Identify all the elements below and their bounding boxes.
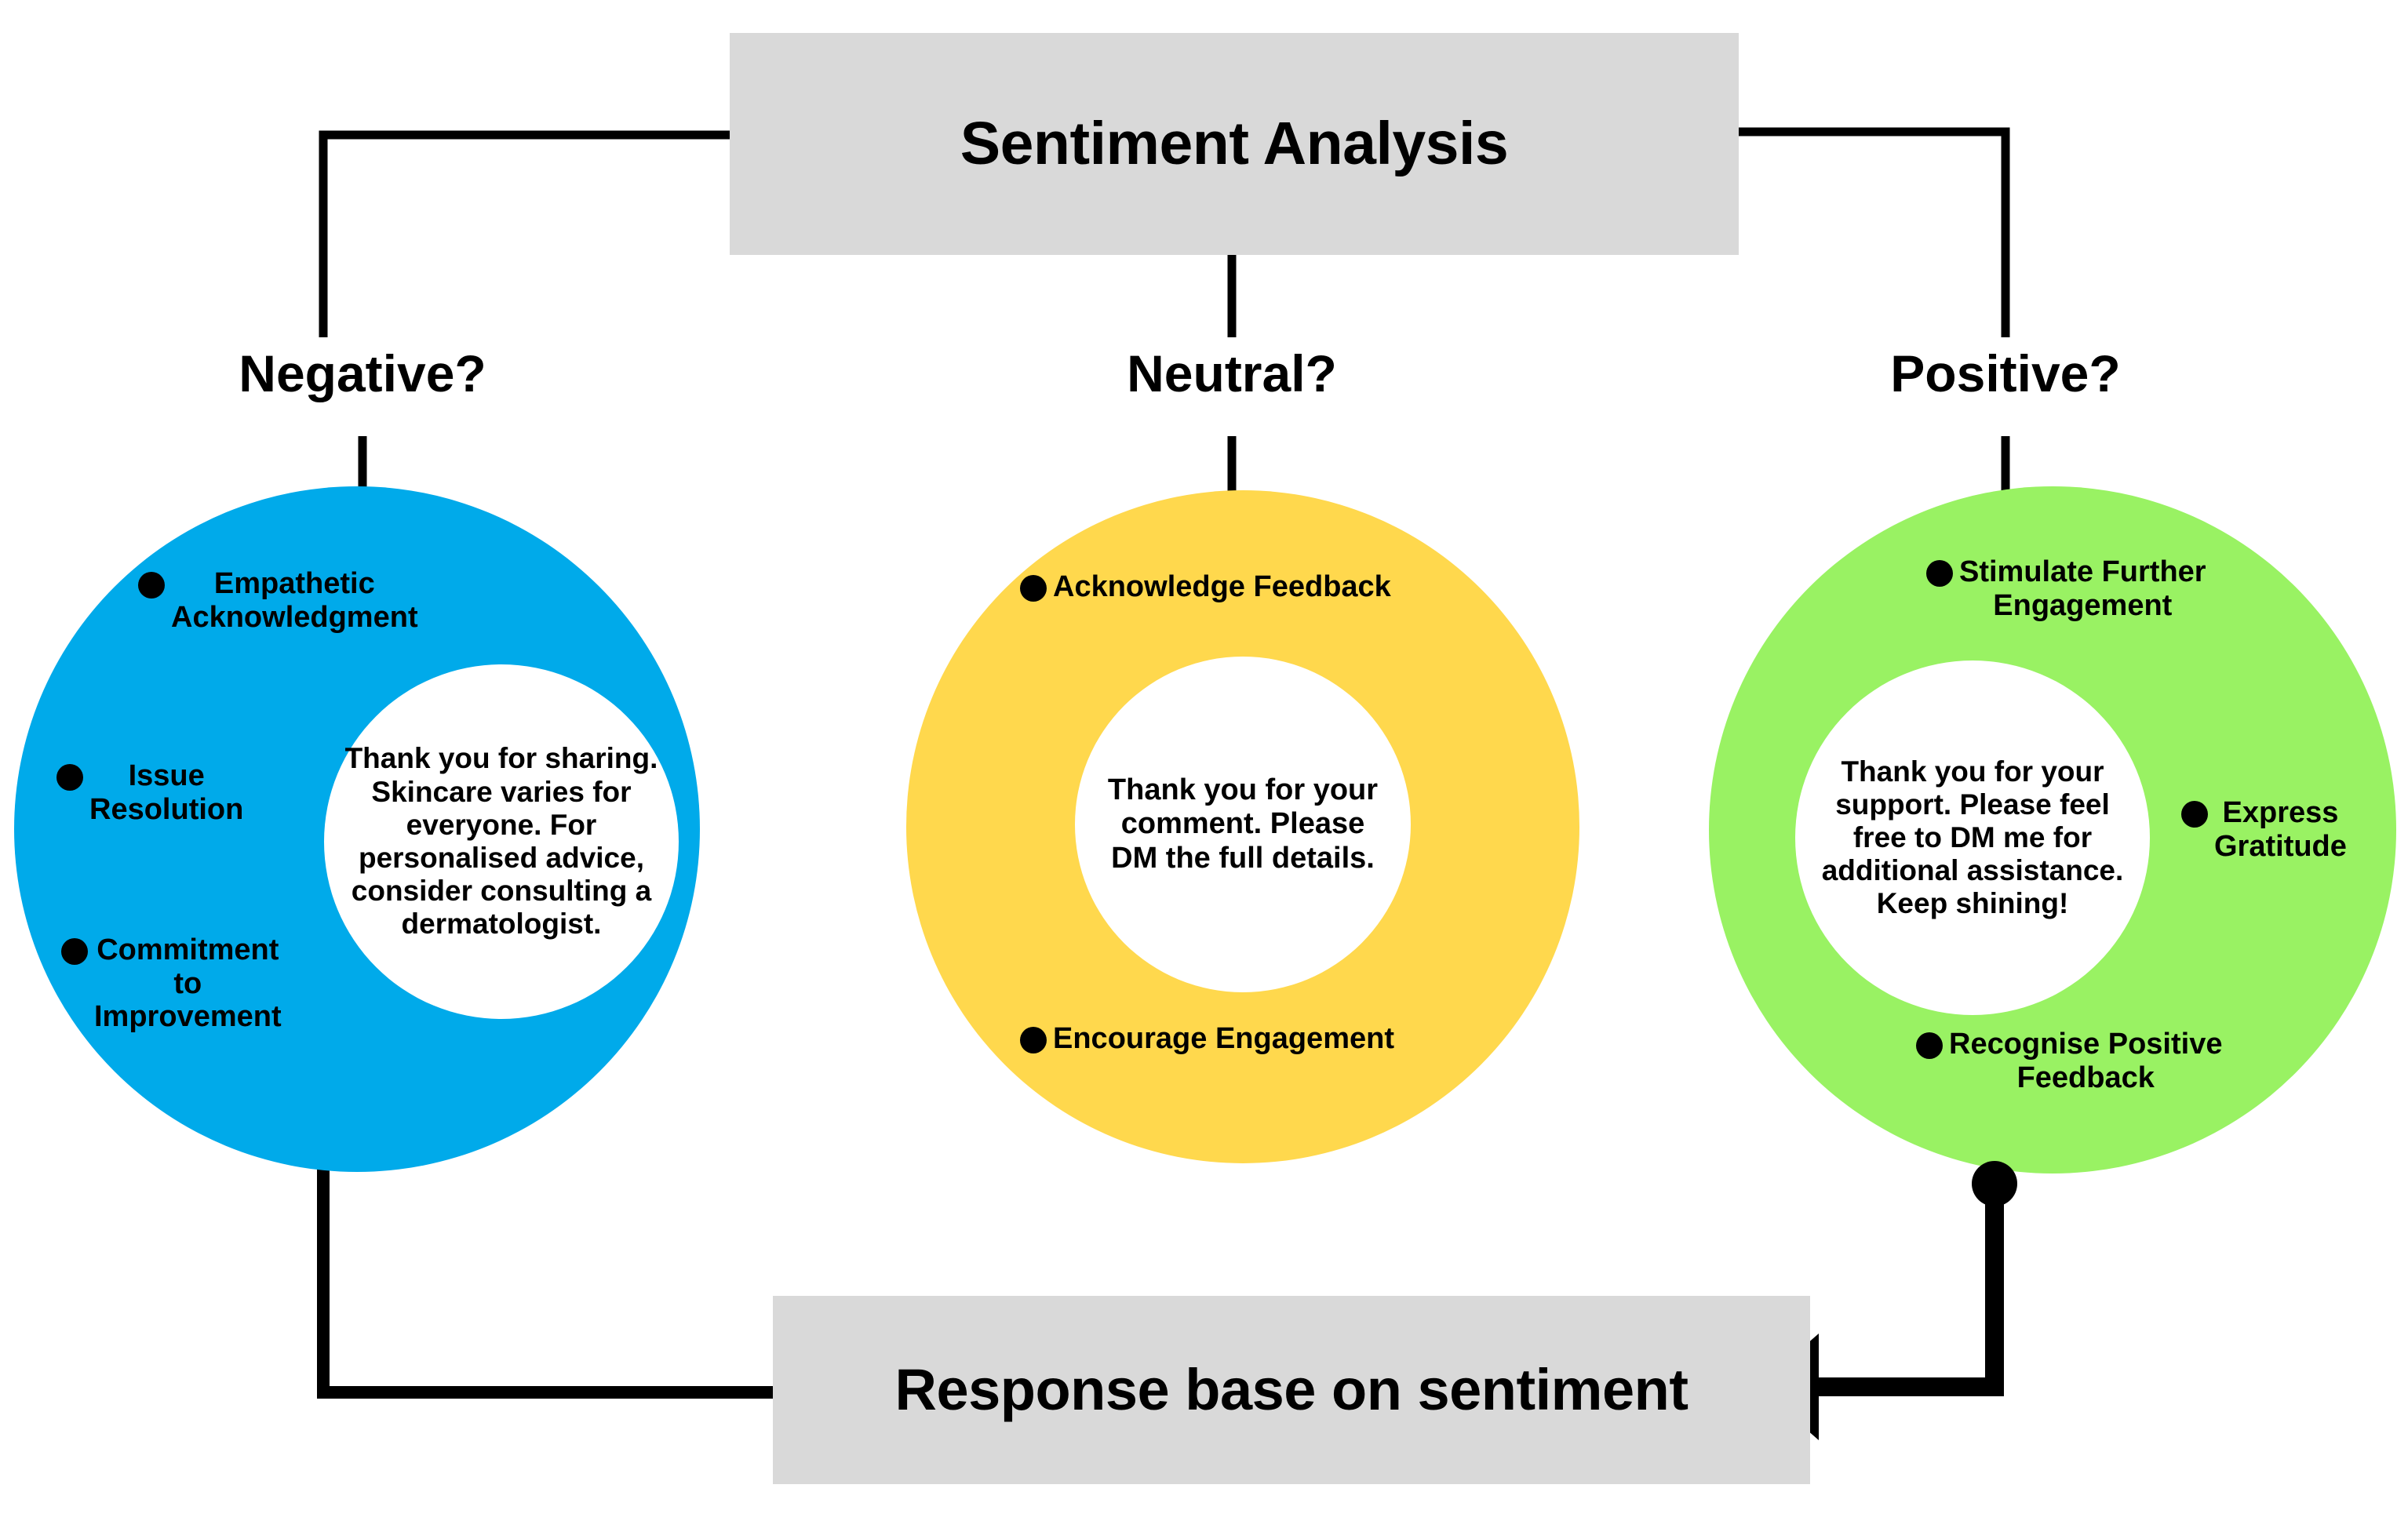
- response-text-negative: Thank you for sharing. Skincare varies f…: [324, 664, 679, 1019]
- bullet-dot-icon: [2181, 801, 2208, 828]
- bullet-positive-1: Express Gratitude: [2181, 796, 2347, 863]
- wire-title-to-positive: [1739, 127, 2010, 337]
- bullet-dot-icon: [56, 764, 83, 791]
- donut-positive[interactable]: Thank you for your support. Please feel …: [1709, 486, 2396, 1173]
- wire-title-to-negative: [319, 130, 730, 337]
- bullet-negative-1: Issue Resolution: [56, 759, 243, 826]
- bullet-neutral-1: Encourage Engagement: [1020, 1022, 1394, 1056]
- bullet-positive-2: Recognise Positive Feedback: [1916, 1028, 2222, 1094]
- wire-negative-to-result: [317, 1161, 777, 1399]
- bullet-label: Stimulate Further Engagement: [1959, 555, 2206, 622]
- bullet-label: Acknowledge Feedback: [1053, 570, 1391, 603]
- wire-positive-to-result: [1805, 1192, 2004, 1396]
- response-text-neutral: Thank you for your comment. Please DM th…: [1075, 657, 1411, 992]
- branch-label-neutral: Neutral?: [1127, 344, 1337, 402]
- page-title: Sentiment Analysis: [730, 33, 1739, 255]
- response-text-positive: Thank you for your support. Please feel …: [1795, 660, 2150, 1015]
- connector-origin-dot-icon: [1972, 1161, 2017, 1206]
- bullet-label: Issue Resolution: [89, 759, 244, 826]
- bullet-dot-icon: [1926, 560, 1953, 587]
- branch-label-positive: Positive?: [1890, 344, 2121, 402]
- branch-label-negative: Negative?: [239, 344, 486, 402]
- bullet-dot-icon: [1020, 1027, 1047, 1053]
- bullet-dot-icon: [1020, 575, 1047, 602]
- bullet-positive-0: Stimulate Further Engagement: [1926, 555, 2206, 622]
- bullet-label: Empathetic Acknowledgment: [171, 567, 418, 634]
- bullet-label: Express Gratitude: [2214, 796, 2347, 863]
- bullet-neutral-0: Acknowledge Feedback: [1020, 570, 1391, 604]
- bullet-negative-2: Commitment to Improvement: [61, 933, 282, 1034]
- bullet-label: Recognise Positive Feedback: [1949, 1028, 2223, 1094]
- bullet-dot-icon: [61, 938, 88, 965]
- bullet-dot-icon: [1916, 1032, 1943, 1059]
- donut-neutral[interactable]: Thank you for your comment. Please DM th…: [906, 490, 1579, 1163]
- bullet-dot-icon: [138, 572, 165, 599]
- bullet-label: Commitment to Improvement: [94, 933, 282, 1034]
- result-box: Response base on sentiment: [773, 1296, 1810, 1484]
- bullet-label: Encourage Engagement: [1053, 1022, 1394, 1055]
- donut-negative[interactable]: Thank you for sharing. Skincare varies f…: [14, 486, 700, 1172]
- bullet-negative-0: Empathetic Acknowledgment: [138, 567, 418, 634]
